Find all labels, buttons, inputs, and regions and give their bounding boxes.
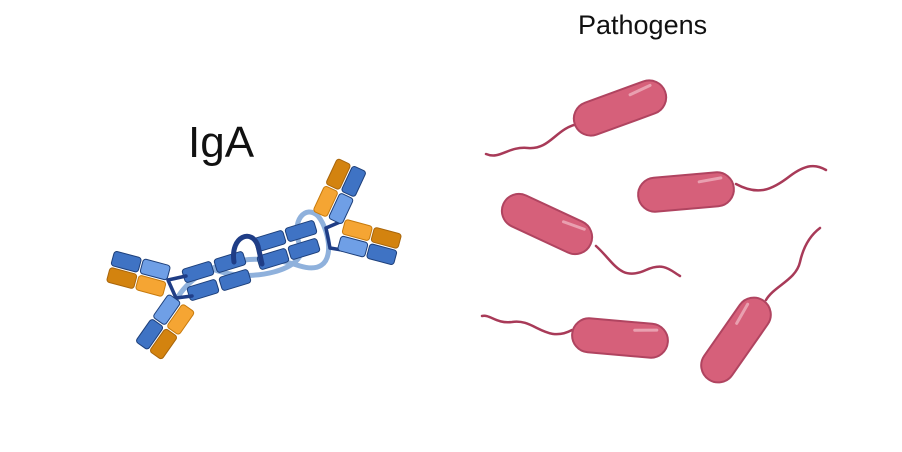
pathogens-label: Pathogens (578, 10, 708, 40)
fab-arm-right-upper (312, 157, 367, 225)
hinge-loop (231, 233, 265, 267)
j-chain (173, 209, 332, 303)
pathogens-group (480, 74, 828, 391)
pathogen-3 (494, 186, 682, 278)
fc-stem-upper (253, 220, 321, 270)
rod-bacterium-icon (569, 315, 671, 361)
rod-bacterium-icon (494, 186, 600, 262)
rod-bacterium-icon (635, 169, 737, 215)
pathogen-2 (635, 164, 828, 215)
fc-stem-lower (181, 251, 252, 301)
fab-arm-right-lower (336, 218, 403, 266)
rod-bacterium-icon (693, 289, 779, 391)
iga-dimer-icon (105, 157, 403, 361)
rod-bacterium-icon (567, 74, 673, 142)
pathogen-5 (693, 226, 822, 391)
fab-arm-left-lower (134, 293, 196, 361)
iga-label: IgA (188, 118, 255, 167)
pathogen-4 (480, 314, 671, 361)
fab-arm-left-upper (105, 250, 172, 298)
pathogen-1 (484, 74, 673, 157)
